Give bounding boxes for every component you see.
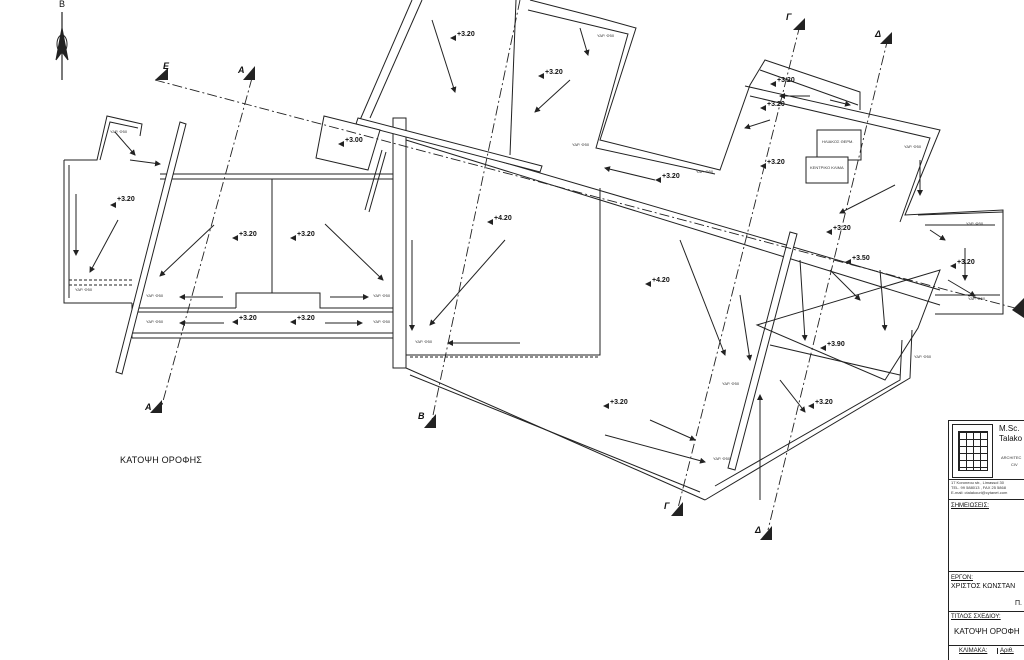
firm-phone: TEL. 99 588013 , FAX 25 5868	[951, 485, 1006, 490]
firm-line-1: M.Sc.	[999, 424, 1020, 433]
level-label: +3.20	[545, 69, 563, 76]
drain-label: ΥΔΡ. Φ50	[904, 144, 922, 149]
section-mark-g-top: Γ	[786, 12, 792, 22]
section-mark-a-bottom: Α	[145, 402, 152, 412]
level-label: +3.20	[662, 173, 680, 180]
section-lines	[154, 0, 1016, 531]
scale-label: ΚΛΙΜΑΚΑ:	[959, 648, 988, 654]
level-label: +3.20	[239, 315, 257, 322]
level-label: +3.20	[815, 399, 833, 406]
level-label: +3.20	[239, 231, 257, 238]
level-label: +3.20	[457, 31, 475, 38]
section-flags	[150, 18, 1024, 540]
drain-label: ΥΔΡ. Φ50	[110, 129, 128, 134]
drain-label: ΥΔΡ. Φ50	[722, 381, 740, 386]
level-label: +3.50	[852, 255, 870, 262]
drain-label: ΥΔΡ. Φ50	[146, 319, 164, 324]
title-block: M.Sc. Talako ARCHITEC CIV 17 Koroneou st…	[948, 420, 1024, 660]
level-markers	[110, 35, 956, 409]
plan-title: ΚΑΤΟΨΗ ΟΡΟΦΗΣ	[120, 455, 203, 465]
project-extra: Π.	[1015, 600, 1022, 607]
drawing-title-label: ΤΙΤΛΟΣ ΣΧΕΔΙΟΥ:	[951, 614, 1001, 620]
level-label: +3.20	[777, 77, 795, 84]
section-mark-d-top: Δ	[875, 29, 882, 39]
north-arrow-icon	[55, 12, 69, 80]
firm-line-3: ARCHITEC	[1001, 455, 1022, 460]
drain-label: ΥΔΡ. Φ50	[597, 33, 615, 38]
level-label: +3.20	[117, 196, 135, 203]
level-label: +4.20	[652, 277, 670, 284]
section-mark-g-bottom: Γ	[664, 501, 670, 511]
level-label: +3.20	[833, 225, 851, 232]
level-label: +3.20	[297, 315, 315, 322]
drain-label: ΥΔΡ. Φ50	[373, 293, 391, 298]
drawing-title-value: ΚΑΤΟΨΗ ΟΡΟΦΗ	[954, 627, 1020, 636]
firm-logo-icon	[952, 424, 993, 478]
level-label: +3.00	[345, 137, 363, 144]
firm-line-2: Talako	[999, 434, 1023, 443]
firm-address: 17 Koroneou str., Limassol 30	[951, 480, 1004, 485]
drain-label: ΥΔΡ. Φ50	[966, 221, 984, 226]
firm-email: E-mail: ctalakouri@cytanet.com	[951, 490, 1008, 495]
drain-label: ΥΔΡ. Φ50	[572, 142, 590, 147]
project-value: ΧΡΙΣΤΟΣ ΚΩΝΣΤΑΝ	[951, 583, 1016, 590]
left-wing	[63, 115, 393, 375]
project-label: ΕΡΓΟΝ:	[951, 575, 973, 581]
level-label: +3.20	[297, 231, 315, 238]
level-label: +3.20	[957, 259, 975, 266]
drain-label: ΥΔΡ. Φ50	[713, 456, 731, 461]
drain-label: ΥΔΡ. Φ50	[696, 169, 714, 174]
drawing-number-label: Αριθ.	[997, 648, 1014, 654]
section-mark-a-top: Α	[238, 65, 245, 75]
section-mark-d-bottom: Δ	[755, 525, 762, 535]
level-label: +3.20	[767, 159, 785, 166]
central-block	[315, 0, 1004, 501]
equipment-box-label: ΗΛΙΑΚΟΣ ΘΕΡΜ.	[822, 139, 854, 144]
section-mark-e: Ε	[163, 61, 170, 71]
drain-label: ΥΔΡ. Φ50	[968, 296, 986, 301]
drain-label: ΥΔΡ. Φ50	[914, 354, 932, 359]
firm-line-4: CIV	[1011, 462, 1018, 467]
level-label: +3.20	[610, 399, 628, 406]
drain-label: ΥΔΡ. Φ50	[415, 339, 433, 344]
level-label: +3.90	[827, 341, 845, 348]
drain-label: ΥΔΡ. Φ50	[146, 293, 164, 298]
drain-label: ΥΔΡ. Φ50	[373, 319, 391, 324]
north-label: B	[59, 0, 66, 9]
notes-label: ΣΗΜΕΙΩΣΕΙΣ:	[951, 503, 989, 509]
level-label: +3.20	[767, 101, 785, 108]
drain-label: ΥΔΡ. Φ50	[75, 287, 93, 292]
section-mark-b: Β	[418, 411, 425, 421]
equipment-box-label: ΚΕΝΤΡΙΚΟ ΚΛΙΜΑ	[810, 165, 844, 170]
level-label: +4.20	[494, 215, 512, 222]
